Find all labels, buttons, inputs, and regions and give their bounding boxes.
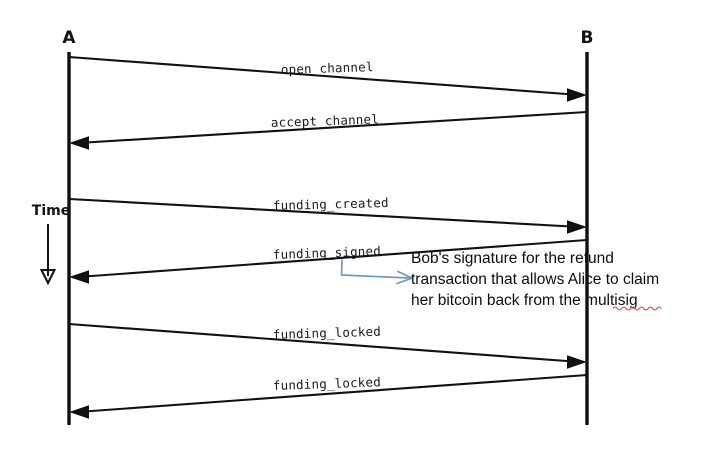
message-label-open-channel: open_channel	[281, 59, 374, 77]
arrowhead-left	[69, 405, 89, 419]
arrowhead-right	[567, 355, 587, 369]
time-axis-arrow	[39, 224, 57, 286]
message-label-funding-created: funding_created	[273, 195, 389, 213]
arrowhead-right	[567, 220, 587, 234]
actor-label-b: B	[581, 28, 594, 48]
message-arrow-funding-signed	[69, 238, 588, 284]
message-arrow-open-channel	[68, 55, 587, 102]
actor-label-a: A	[62, 28, 76, 48]
annotation-line-2: transaction that allows Alice to claim	[411, 271, 659, 288]
time-axis-label: Time	[32, 203, 70, 219]
annotation-line-3: her bitcoin back from the multisig	[411, 292, 638, 309]
message-label-funding-locked-2: funding_locked	[273, 374, 382, 393]
message-label-funding-locked-1: funding_locked	[273, 324, 382, 342]
annotation-line-1: Bob's signature for the refund	[411, 250, 614, 267]
spellcheck-squiggle-icon	[612, 306, 662, 311]
message-arrow-accept-channel	[69, 110, 588, 150]
arrowhead-right	[567, 88, 587, 102]
annotation-pointer-arrow	[340, 259, 413, 285]
arrowhead-left	[69, 270, 89, 284]
message-label-accept-channel: accept_channel	[271, 111, 380, 130]
message-arrow-funding-locked-1	[68, 322, 587, 369]
message-arrow-funding-created	[68, 197, 587, 234]
message-label-funding-signed: funding_signed	[273, 243, 382, 262]
arrowhead-left	[69, 136, 89, 150]
message-arrow-funding-locked-2	[69, 373, 588, 419]
